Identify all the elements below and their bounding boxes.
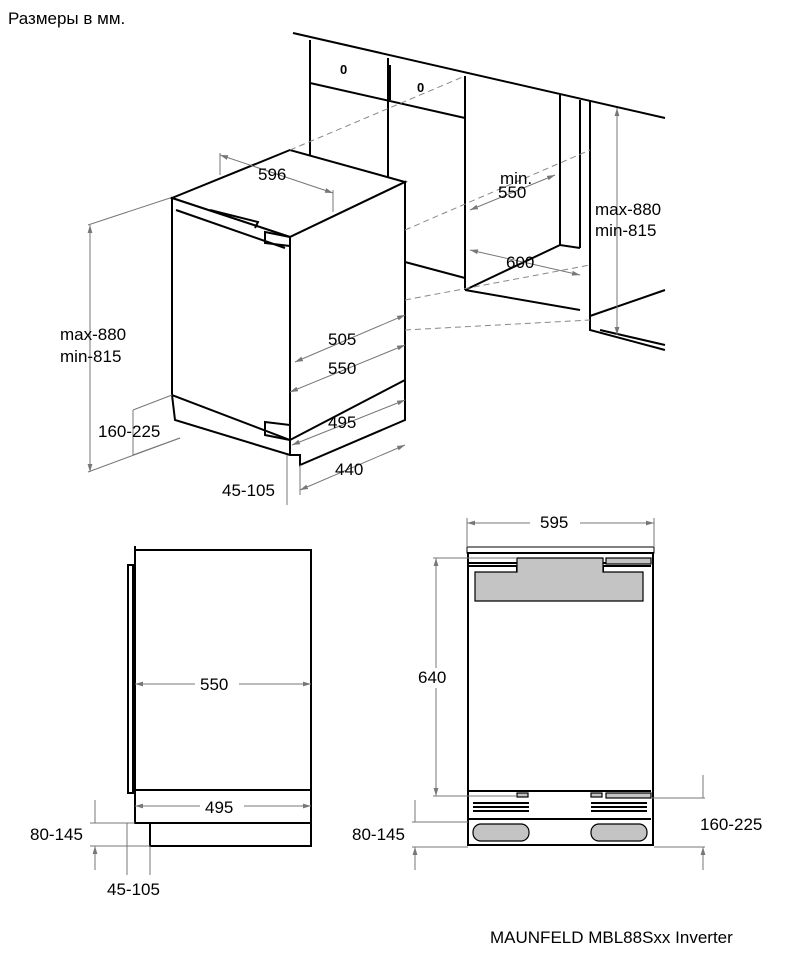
dim-depth-495: 495 <box>328 413 356 432</box>
dim-plinth-offset: 45-105 <box>222 481 275 500</box>
dim-depth-505: 505 <box>328 330 356 349</box>
dim-niche-min-label: min. <box>500 169 532 188</box>
dim-niche-height-min: min-815 <box>595 221 656 240</box>
dim-niche-width-600: 600 <box>506 253 534 272</box>
side-dim-depth-550: 550 <box>200 675 228 694</box>
side-dim-depth-495: 495 <box>205 798 233 817</box>
drawer-handle-icon: 0 <box>417 80 424 95</box>
dim-plinth-height: 160-225 <box>98 422 160 441</box>
kitchen-cabinet: 0 0 <box>292 32 666 351</box>
front-dim-width-595: 595 <box>540 513 568 532</box>
dim-width-596: 596 <box>258 165 286 184</box>
front-dim-height-640: 640 <box>418 668 446 687</box>
front-view: 595 640 80-145 160-225 <box>352 512 762 870</box>
front-dim-plinth-height: 160-225 <box>700 815 762 834</box>
drawer-handle-icon: 0 <box>340 62 347 77</box>
dim-niche-height-max: max-880 <box>595 200 661 219</box>
front-dim-plinth-gap: 80-145 <box>352 825 405 844</box>
side-dim-plinth-gap: 80-145 <box>30 825 83 844</box>
appliance-iso <box>169 148 408 467</box>
dim-height-min: min-815 <box>60 347 121 366</box>
iso-view: 0 0 596 min. 550 600 max-880 min-815 max… <box>60 32 666 505</box>
side-dim-plinth-offset: 45-105 <box>107 880 160 899</box>
model-name: MAUNFELD MBL88Sxx Inverter <box>490 928 733 947</box>
page-title: Размеры в мм. <box>8 9 125 28</box>
dim-height-max: max-880 <box>60 325 126 344</box>
side-view: 550 495 80-145 45-105 <box>30 546 312 899</box>
dim-niche-min-550: 550 <box>498 183 526 202</box>
dim-depth-550: 550 <box>328 359 356 378</box>
dim-depth-440: 440 <box>335 460 363 479</box>
